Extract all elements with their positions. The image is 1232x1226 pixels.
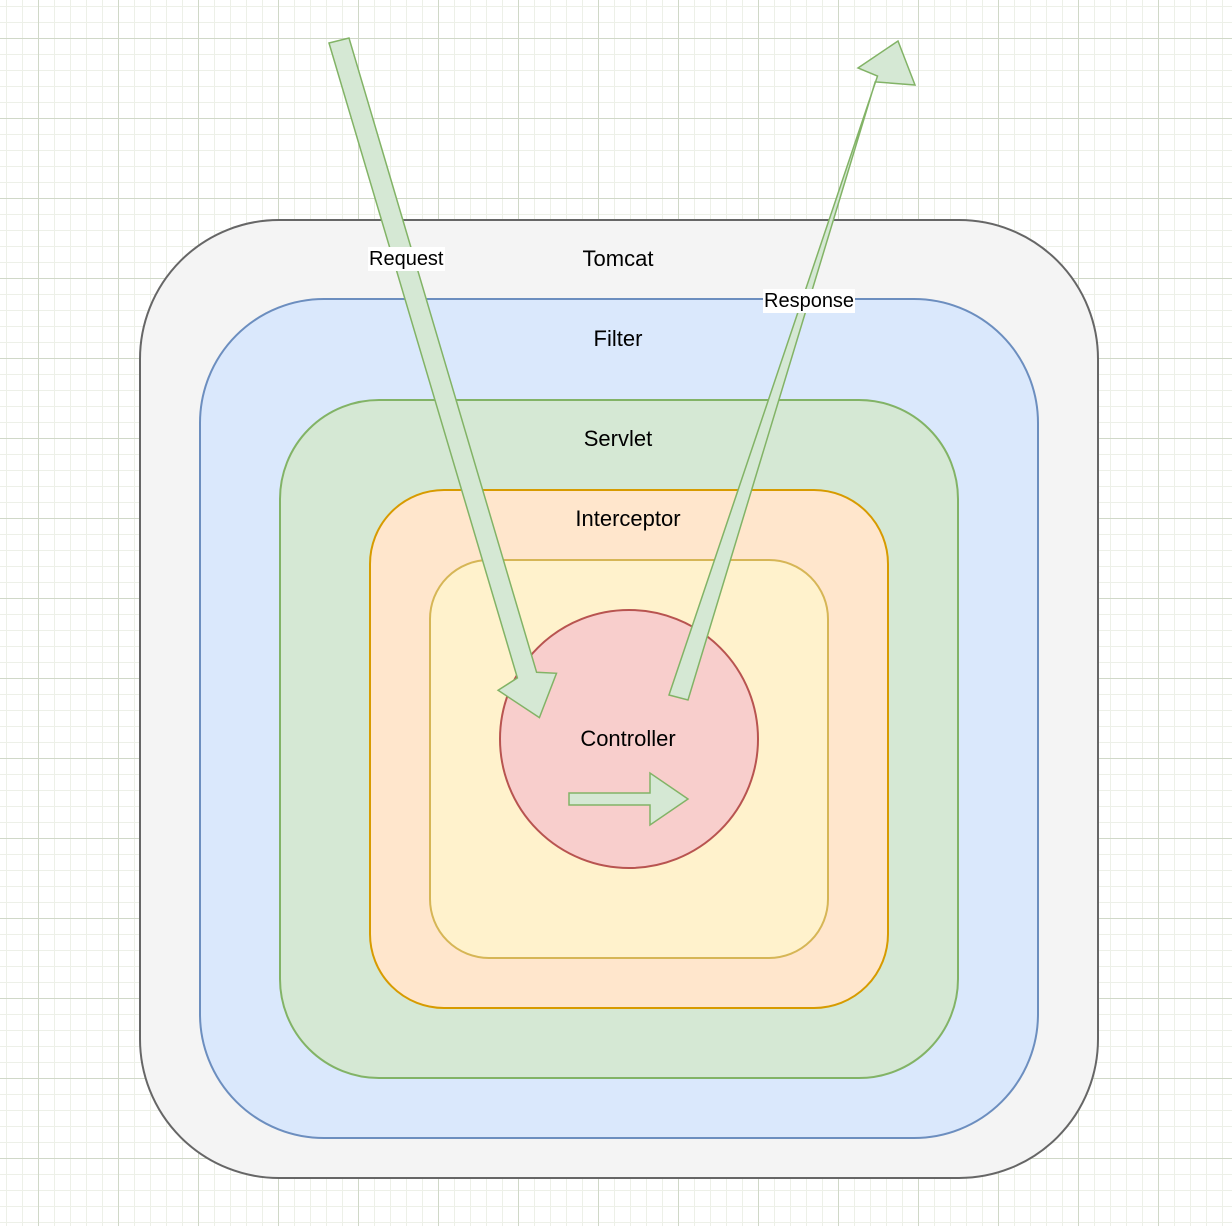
interceptor-label: Interceptor <box>575 506 681 531</box>
request-label: Request <box>368 247 445 271</box>
response-arrow <box>668 39 917 701</box>
controller-arrow <box>568 771 690 827</box>
servlet-label: Servlet <box>583 426 653 451</box>
request-arrow <box>328 37 558 719</box>
controller-label: Controller <box>580 726 676 751</box>
tomcat-label: Tomcat <box>582 246 654 271</box>
response-label: Response <box>763 289 856 313</box>
controller-circle <box>499 609 759 869</box>
filter-label: Filter <box>593 326 643 351</box>
